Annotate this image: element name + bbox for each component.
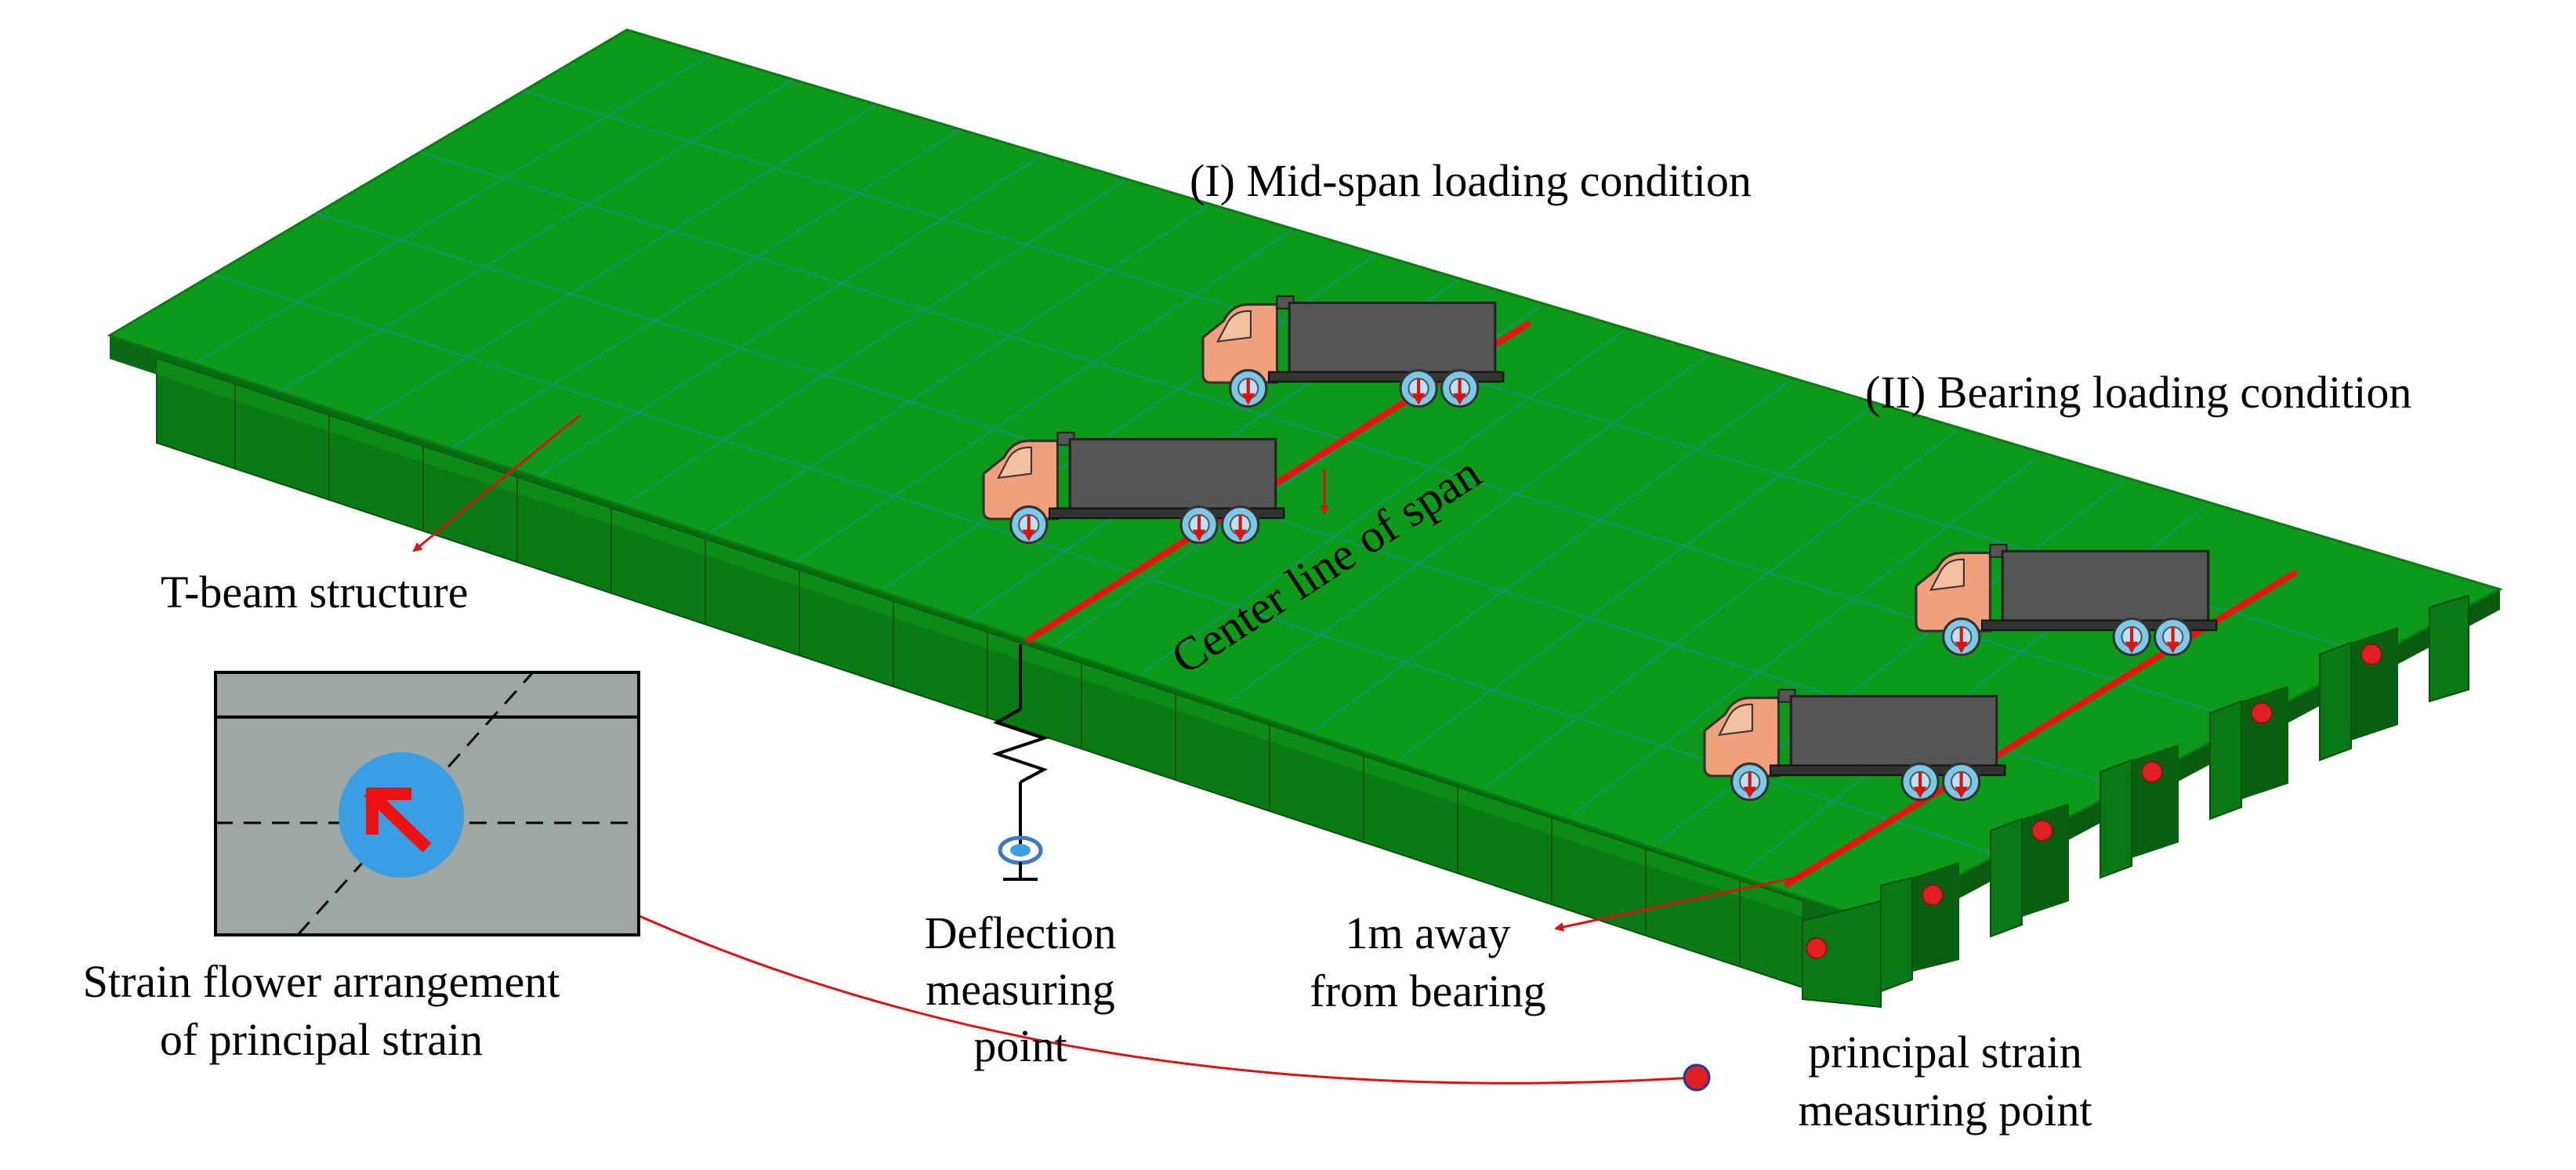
t-beam-girders (1802, 594, 2469, 1009)
bearing-condition-label: (II) Bearing loading condition (1865, 367, 2411, 418)
front-girder (156, 357, 1803, 989)
girder-strain-dot-1 (1806, 937, 1828, 959)
girder-strain-dot-4 (2141, 761, 2163, 783)
principal-strain-dot (1683, 1063, 1711, 1092)
deflection-sensor (991, 644, 1049, 881)
t-beam-label: T-beam structure (161, 567, 468, 618)
strain-flower-label-line-1: Strain flower arrangement (83, 956, 560, 1007)
principal-strain-label-line-2: measuring point (1798, 1085, 2092, 1136)
one-m-label-line-2: from bearing (1310, 965, 1545, 1016)
principal-strain-label-line-1: principal strain (1808, 1027, 2082, 1078)
strain-flower-inset (214, 671, 640, 936)
t-beam-arrow (412, 414, 581, 552)
girder-strain-dot-2 (1922, 884, 1944, 906)
girder-strain-dot-5 (2251, 702, 2273, 724)
girder-strain-dot-3 (2031, 820, 2053, 842)
girder-strain-dot-6 (2360, 643, 2382, 665)
deflection-label-line-2: measuring (926, 964, 1115, 1015)
one-m-label-line-1: 1m away (1346, 907, 1511, 958)
strain-flower-label-line-2: of principal strain (160, 1014, 483, 1065)
one-m-arrow (1554, 875, 1803, 932)
midspan-condition-label: (I) Mid-span loading condition (1190, 155, 1752, 206)
deflection-label-line-1: Deflection (925, 907, 1117, 958)
deflection-label-line-3: point (973, 1020, 1067, 1071)
strain-rosette-icon (364, 787, 432, 853)
